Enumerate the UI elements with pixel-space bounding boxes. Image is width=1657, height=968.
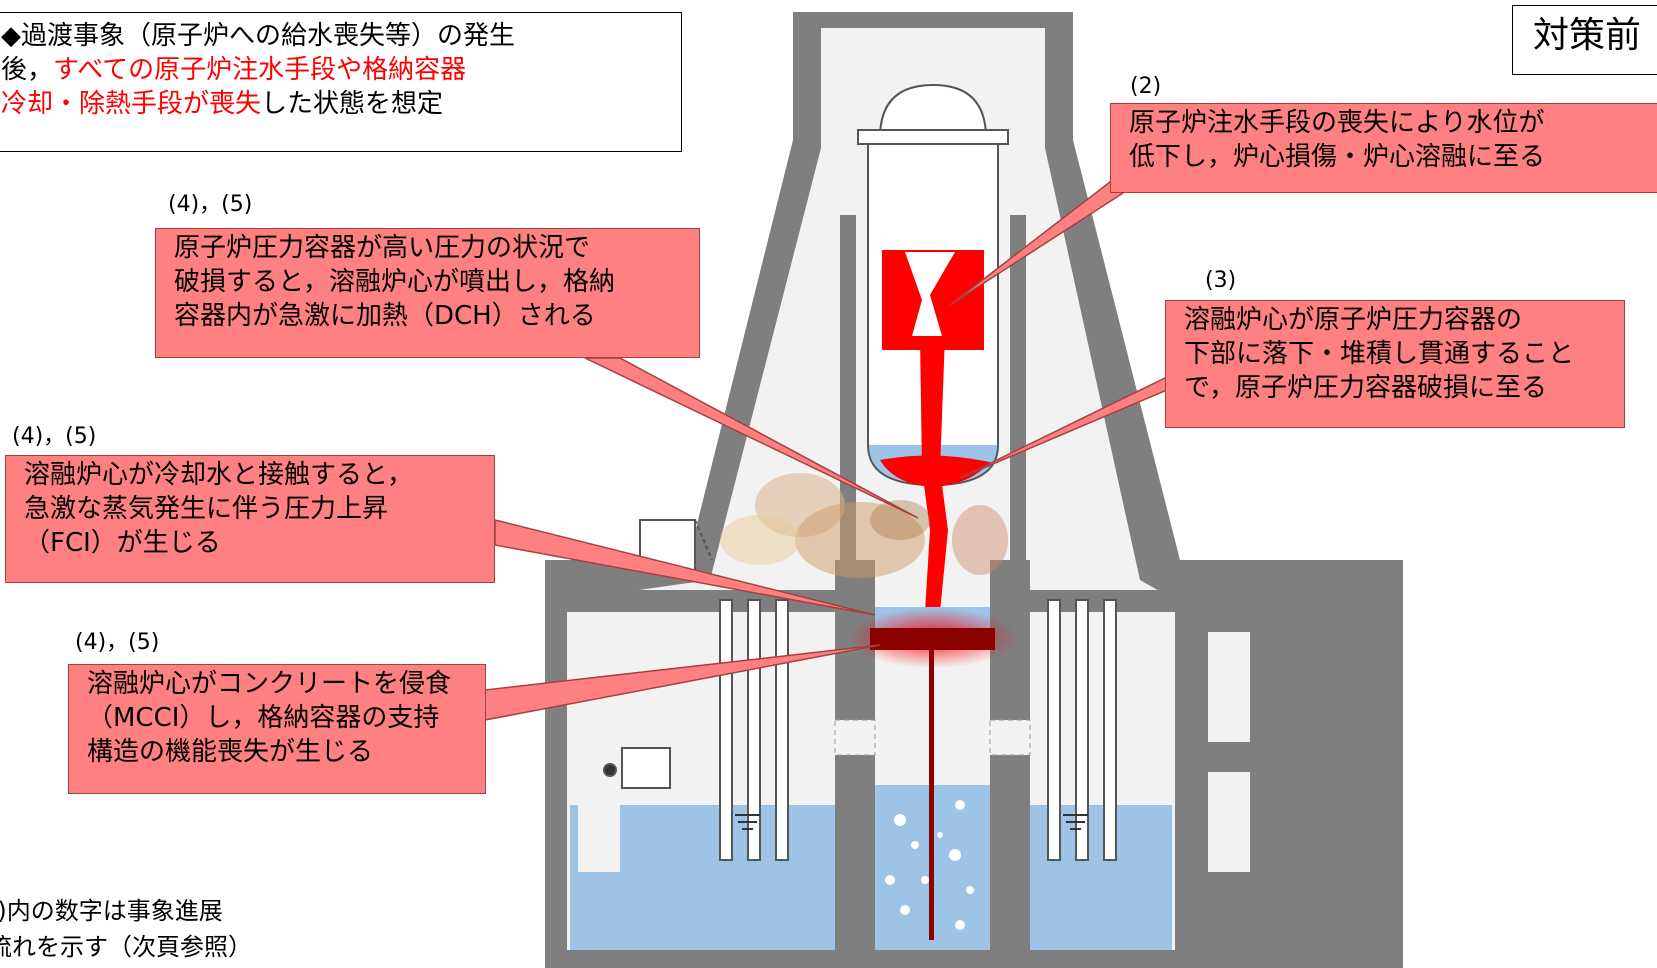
diaphragm-floor-right xyxy=(1030,590,1175,612)
scenario-line-2-prefix: 後， xyxy=(1,55,54,85)
callout-mcci-number: (4)，(5) xyxy=(75,630,160,655)
scenario-line-3: 冷却・除熱手段が喪失した状態を想定 xyxy=(1,87,681,121)
steam-cloud xyxy=(720,473,1008,578)
footnote-line-2: 流れを示す（次頁参照） xyxy=(0,933,252,961)
callout-fci-line-1: 溶融炉心が冷却水と接触すると， xyxy=(24,460,413,490)
callout-dch-line-3: 容器内が急激に加熱（DCH）される xyxy=(174,301,596,331)
footnote-line-1: ()内の数字は事象進展 xyxy=(0,897,223,925)
callout-mcci-line-3: 構造の機能喪失が生じる xyxy=(87,737,374,767)
callout-mcci: 溶融炉心がコンクリートを侵食 （MCCI）し，格納容器の支持 構造の機能喪失が生… xyxy=(68,664,486,794)
page-title: 対策前 xyxy=(1512,5,1657,75)
callout-dch-line-2: 破損すると，溶融炉心が噴出し，格納 xyxy=(174,267,615,297)
callout-dch-line-1: 原子炉圧力容器が高い圧力の状況で xyxy=(174,233,591,263)
molten-core-pool xyxy=(880,455,990,487)
callout-fci-line-2: 急激な蒸気発生に伴う圧力上昇 xyxy=(24,494,389,524)
pedestal-opening-left xyxy=(834,719,876,756)
diaphragm-floor-left xyxy=(567,590,835,612)
side-room-right-1 xyxy=(1208,632,1250,742)
callout-c2-number: (2) xyxy=(1130,74,1162,99)
callout-c2: 原子炉注水手段の喪失により水位が 低下し，炉心損傷・炉心溶融に至る xyxy=(1110,103,1657,193)
callout-c3-line-3: で，原子炉圧力容器破損に至る xyxy=(1184,373,1547,403)
scenario-box: ◆過渡事象（原子炉への給水喪失等）の発生 後，すべての原子炉注水手段や格納容器 … xyxy=(0,12,682,152)
scenario-line-3-highlight: 冷却・除熱手段が喪失 xyxy=(1,89,262,119)
scenario-line-3-suffix: した状態を想定 xyxy=(261,89,444,119)
callout-fci-line-3: （FCI）が生じる xyxy=(24,528,221,558)
side-room-right-2 xyxy=(1208,772,1250,872)
scenario-line-2-highlight: すべての原子炉注水手段や格納容器 xyxy=(53,55,467,85)
callout-c3-number: (3) xyxy=(1205,268,1237,293)
pedestal-opening-right xyxy=(989,719,1031,756)
vent-pipes-right xyxy=(1047,599,1117,861)
callout-c3: 溶融炉心が原子炉圧力容器の 下部に落下・堆積し貫通すること で，原子炉圧力容器破… xyxy=(1165,300,1625,428)
side-room-left-2 xyxy=(578,772,620,872)
steam-bubbles xyxy=(885,800,974,930)
rpv-head xyxy=(878,83,988,139)
corium-debris xyxy=(870,628,995,650)
pointer-dch xyxy=(584,357,919,519)
hatch-lower xyxy=(603,747,671,789)
callout-c3-line-2: 下部に落下・堆積し貫通すること xyxy=(1184,339,1575,369)
callout-mcci-line-1: 溶融炉心がコンクリートを侵食 xyxy=(87,669,452,699)
callout-dch-number: (4)，(5) xyxy=(168,192,253,217)
callout-fci-number: (4)，(5) xyxy=(12,424,97,449)
callout-c3-line-1: 溶融炉心が原子炉圧力容器の xyxy=(1184,305,1523,335)
rpv-shield-wall-left xyxy=(840,215,856,560)
rpv-shield-wall-right xyxy=(1010,215,1026,560)
water-level-marks xyxy=(735,814,1088,830)
core-melt-channel xyxy=(905,252,955,336)
callout-mcci-line-2: （MCCI）し，格納容器の支持 xyxy=(87,703,440,733)
scenario-line-1: ◆過渡事象（原子炉への給水喪失等）の発生 xyxy=(1,21,515,51)
corium-drain-stream xyxy=(929,650,934,940)
scenario-line-2: 後，すべての原子炉注水手段や格納容器 xyxy=(1,53,681,87)
callout-dch: 原子炉圧力容器が高い圧力の状況で 破損すると，溶融炉心が噴出し，格納 容器内が急… xyxy=(155,228,700,358)
callout-fci: 溶融炉心が冷却水と接触すると， 急激な蒸気発生に伴う圧力上昇 （FCI）が生じる xyxy=(5,455,495,583)
callout-c2-line-1: 原子炉注水手段の喪失により水位が xyxy=(1129,108,1545,138)
callout-c2-line-2: 低下し，炉心損傷・炉心溶融に至る xyxy=(1129,142,1546,172)
pointer-fci xyxy=(494,519,876,616)
rpv-flange xyxy=(857,129,1009,145)
